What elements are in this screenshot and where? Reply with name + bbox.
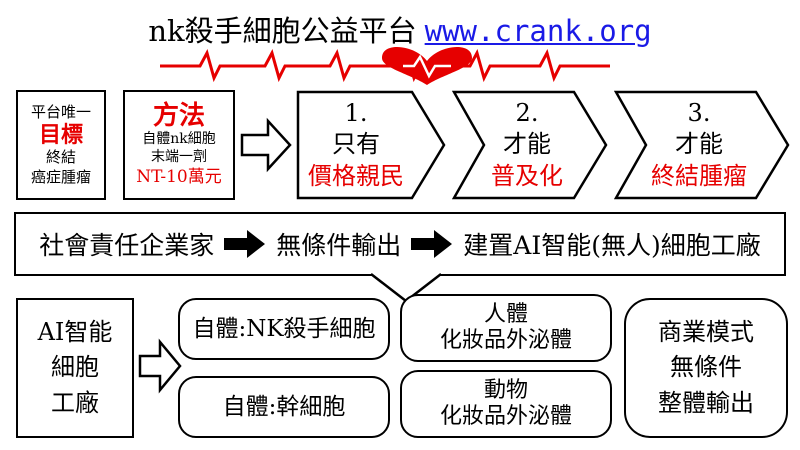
method-line-3: 末端一劑 — [151, 148, 207, 165]
step1-shape: 1. 只有 價格親民 — [296, 90, 446, 200]
right-arrow-icon — [240, 116, 292, 174]
goal-line-4: 癌症腫瘤 — [30, 167, 91, 186]
business-line-1: 商業模式 — [658, 318, 754, 347]
step3-number: 3. — [687, 99, 711, 128]
animal-line-1: 動物 — [483, 377, 528, 403]
method-line-4: NT-10萬元 — [136, 167, 222, 188]
human-line-1: 人體 — [483, 301, 528, 327]
responsibility-bar: 社會責任企業家 無條件輸出 建置AI智能(無人)細胞工廠 — [14, 212, 786, 276]
human-exosome-box: 人體 化妝品外泌體 — [400, 294, 612, 362]
human-line-2: 化妝品外泌體 — [439, 328, 572, 353]
method-line-1: 方法 — [152, 100, 205, 131]
responsibility-item-2: 無條件輸出 — [276, 231, 402, 260]
factory-box: AI智能 細胞 工廠 — [16, 298, 134, 438]
step1-number: 1. — [344, 99, 368, 128]
business-line-3: 整體輸出 — [658, 388, 754, 417]
title-text: nk殺手細胞公益平台 — [148, 14, 417, 48]
factory-line-3: 工廠 — [51, 388, 99, 417]
step2-line-1: 才能 — [503, 130, 551, 159]
factory-line-2: 細胞 — [51, 353, 99, 382]
responsibility-item-3: 建置AI智能(無人)細胞工廠 — [463, 231, 761, 260]
step3-line-2: 終結腫瘤 — [651, 161, 747, 190]
heartbeat-line-icon — [160, 47, 610, 85]
step2-shape: 2. 才能 普及化 — [452, 90, 608, 200]
nk-cell-box: 自體:NK殺手細胞 — [178, 298, 390, 360]
business-line-2: 無條件 — [670, 353, 742, 382]
nk-cell-label: 自體:NK殺手細胞 — [192, 315, 376, 342]
goal-box: 平台唯一 目標 終結 癌症腫瘤 — [16, 90, 106, 200]
step2-line-2: 普及化 — [491, 161, 563, 190]
responsibility-item-1: 社會責任企業家 — [39, 231, 215, 260]
solid-right-arrow-icon — [411, 230, 453, 258]
factory-line-1: AI智能 — [37, 318, 113, 347]
goal-line-2: 目標 — [38, 122, 83, 149]
method-box: 方法 自體nk細胞 末端一劑 NT-10萬元 — [123, 90, 235, 200]
method-line-2: 自體nk細胞 — [142, 131, 216, 148]
step1-line-2: 價格親民 — [308, 161, 404, 190]
title-url-link[interactable]: www.crank.org — [424, 14, 652, 48]
stem-cell-box: 自體:幹細胞 — [178, 376, 390, 438]
business-model-box: 商業模式 無條件 整體輸出 — [624, 298, 788, 438]
step1-line-1: 只有 — [332, 130, 380, 159]
right-arrow-icon — [138, 336, 182, 396]
stem-cell-label: 自體:幹細胞 — [222, 393, 346, 420]
heartbeat-banner — [160, 46, 610, 86]
goal-line-1: 平台唯一 — [30, 102, 91, 121]
animal-line-2: 化妝品外泌體 — [439, 404, 572, 429]
animal-exosome-box: 動物 化妝品外泌體 — [400, 370, 612, 438]
heart-icon — [382, 47, 472, 85]
goal-line-3: 終結 — [45, 148, 76, 167]
step3-line-1: 才能 — [675, 130, 723, 159]
solid-right-arrow-icon — [224, 230, 266, 258]
step2-number: 2. — [515, 99, 539, 128]
step3-shape: 3. 才能 終結腫瘤 — [614, 90, 790, 200]
